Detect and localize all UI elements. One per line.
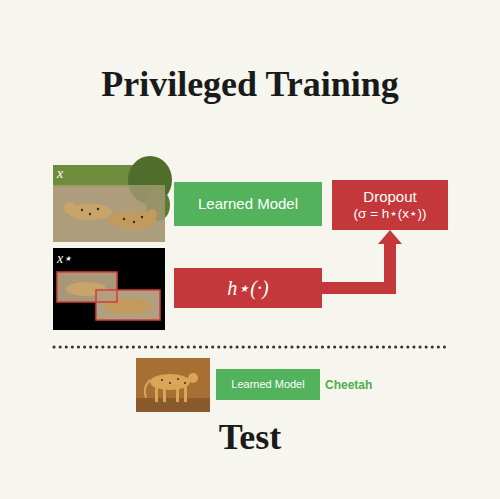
dotted-separator xyxy=(54,346,447,349)
prediction-label: Cheetah xyxy=(325,378,372,392)
cheetah-photo xyxy=(53,156,172,242)
model-box: Learned Model xyxy=(174,182,322,226)
model-box: Learned Model xyxy=(216,369,320,400)
connector-line xyxy=(322,244,390,288)
image-label: x⋆ xyxy=(57,250,72,267)
node-label: Learned Model xyxy=(231,378,304,391)
node-label: Dropout xyxy=(363,188,416,206)
image-label: x xyxy=(57,166,63,182)
privileged-function-box: h⋆(·) xyxy=(174,268,322,308)
section-heading: Test xyxy=(0,416,500,458)
arrowhead xyxy=(378,230,402,244)
test-photo xyxy=(136,358,210,412)
node-label: h⋆(·) xyxy=(227,276,268,300)
title: Privileged Training xyxy=(100,62,400,106)
node-sublabel: (σ = h⋆(x⋆)) xyxy=(354,206,427,222)
connector-arrow xyxy=(322,230,402,288)
dropout-box: Dropout(σ = h⋆(x⋆)) xyxy=(332,180,448,230)
node-label: Learned Model xyxy=(198,195,298,213)
masked-photo xyxy=(53,248,165,330)
